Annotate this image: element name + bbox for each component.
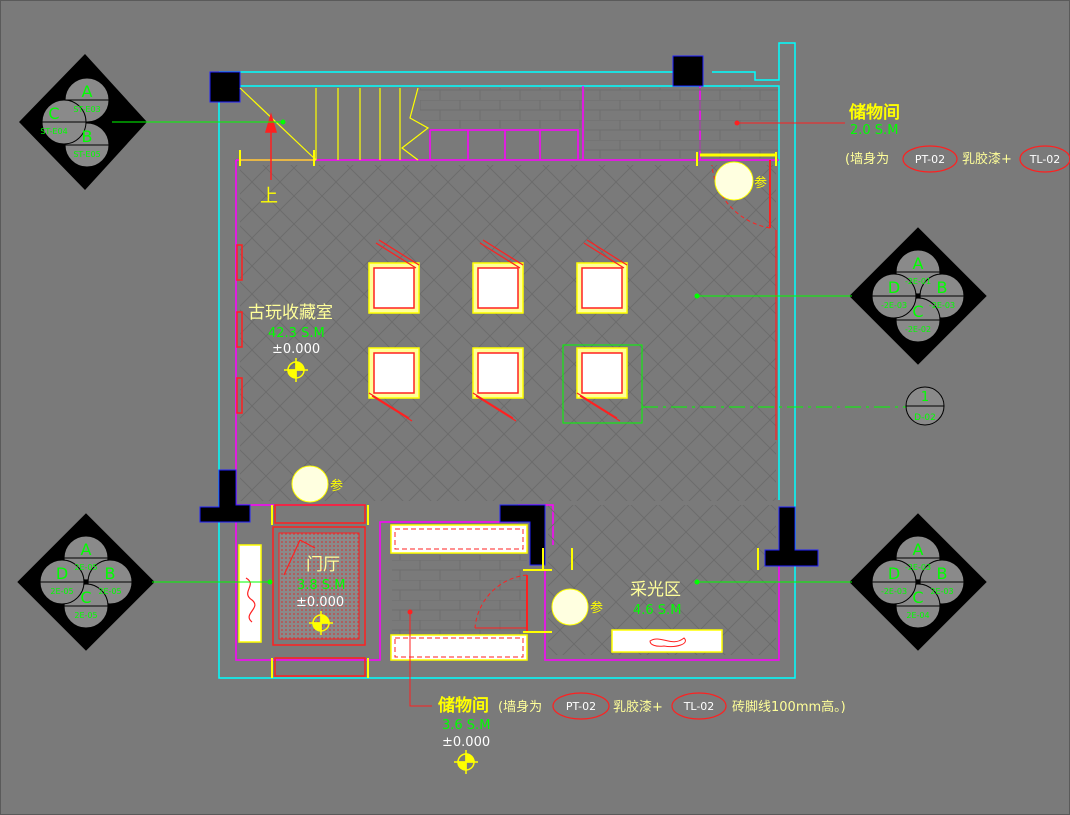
storage-bottom-note-prefix: (墙身为 bbox=[498, 699, 542, 715]
elevation-diamond bbox=[17, 513, 155, 651]
display-case bbox=[576, 239, 628, 314]
elevation-letter-b: B bbox=[105, 564, 116, 583]
detail-marker bbox=[905, 386, 945, 426]
elevation-ref-c: 2E-04 bbox=[906, 611, 929, 620]
storage-door-bottom bbox=[474, 569, 552, 633]
foyer-name: 门厅 bbox=[306, 555, 340, 575]
foyer-area: 3.8 S.M bbox=[297, 578, 345, 593]
stair-arrow bbox=[264, 112, 278, 180]
elevation-ref-c: ST-E04 bbox=[40, 127, 67, 136]
detail-frame bbox=[562, 344, 643, 424]
storage-bottom-tag-floor: TL-02 bbox=[683, 700, 715, 713]
elevation-letter-a: A bbox=[81, 540, 92, 559]
elevation-diamond bbox=[849, 227, 987, 365]
elevation-letter-a: A bbox=[913, 254, 924, 273]
elevation-letter-c: C bbox=[912, 588, 923, 607]
foyer-level: ±0.000 bbox=[296, 595, 344, 610]
elevation-letter-d: D bbox=[888, 564, 900, 583]
elevation-letter-c: C bbox=[80, 588, 91, 607]
elevation-marker-right-lower: A -2E-03 B 2E-03 C 2E-04 D -2E-03 bbox=[849, 513, 987, 651]
left-wall-windows bbox=[236, 244, 243, 414]
elevation-letter-d: D bbox=[56, 564, 68, 583]
elevation-letter-b: B bbox=[937, 278, 948, 297]
storage-bottom-tag-wall: PT-02 bbox=[566, 700, 596, 713]
elevation-ref-b: 2E-03 bbox=[930, 587, 953, 596]
elevation-marker-right-upper: A -2E-01 B -2E-03 C -2E-02 D -2E-03 bbox=[849, 227, 987, 365]
light-area-area: 4.6 S.M bbox=[633, 603, 681, 618]
leader-dots bbox=[267, 119, 700, 585]
storage-door-top bbox=[700, 153, 776, 229]
storage-bottom-leader bbox=[409, 612, 432, 707]
elevation-ref-a: -2E-01 bbox=[905, 277, 931, 286]
storage-top-mid-text: 乳胶漆+ bbox=[962, 151, 1012, 167]
storage-cabinets bbox=[390, 524, 528, 661]
storage-bottom-level: ±0.000 bbox=[442, 735, 490, 750]
elevation-letter-a: A bbox=[82, 82, 93, 101]
storage-bottom-name: 储物间 bbox=[438, 695, 489, 716]
elevation-ref-a: 2E-05 bbox=[74, 563, 97, 572]
detail-marker-ref: D-02 bbox=[914, 413, 936, 423]
elevation-ref-d: -2E-03 bbox=[881, 301, 907, 310]
main-floor bbox=[240, 165, 776, 501]
reference-circles bbox=[291, 161, 754, 626]
elevation-ref-d: -2E-03 bbox=[881, 587, 907, 596]
storage-top-area: 2.0 S.M bbox=[850, 123, 898, 138]
elevation-ref-c: 2E-05 bbox=[74, 611, 97, 620]
corridor-bricks bbox=[392, 555, 527, 635]
storage-top-note-prefix: (墙身为 bbox=[845, 151, 889, 167]
elevation-letter-b: B bbox=[82, 127, 93, 146]
display-case bbox=[472, 239, 524, 314]
elevation-ref-d: 2E-05 bbox=[50, 587, 73, 596]
display-case bbox=[368, 239, 420, 314]
storage-bottom-note-suffix: 砖脚线100mm高。) bbox=[732, 699, 846, 715]
level-marker-icons bbox=[284, 358, 478, 774]
elevation-letter-c: C bbox=[912, 302, 923, 321]
stair-label: 上 bbox=[260, 186, 278, 207]
display-case bbox=[472, 347, 524, 422]
display-case bbox=[576, 347, 628, 422]
foyer-fixtures bbox=[238, 504, 369, 678]
ref-mark-bottom: 参 bbox=[590, 600, 603, 616]
door-jambs bbox=[542, 152, 777, 570]
elevation-leaders bbox=[112, 121, 852, 583]
columns bbox=[199, 55, 819, 567]
light-area-name: 采光区 bbox=[630, 580, 681, 600]
ref-mark-left: 参 bbox=[330, 478, 343, 494]
storage-top-tag-floor: TL-02 bbox=[1029, 153, 1061, 166]
detail-marker-num: 1 bbox=[921, 390, 929, 405]
collection-room-level: ±0.000 bbox=[272, 342, 320, 357]
elevation-ref-b: -2E-03 bbox=[929, 301, 955, 310]
elevation-letter-a: A bbox=[913, 540, 924, 559]
elevation-diamond bbox=[849, 513, 987, 651]
outer-walls bbox=[218, 42, 796, 679]
storage-bottom-mid-text: 乳胶漆+ bbox=[613, 699, 663, 715]
collection-room-name: 古玩收藏室 bbox=[248, 303, 333, 323]
light-area-bench bbox=[611, 629, 723, 653]
ref-mark-top: 参 bbox=[754, 175, 767, 191]
storage-bottom-area: 3.6 S.M bbox=[442, 718, 490, 733]
elevation-ref-b: ST-E05 bbox=[73, 150, 100, 159]
elevation-ref-a: ST-E03 bbox=[73, 105, 100, 114]
elevation-letter-d: D bbox=[888, 278, 900, 297]
staircase bbox=[239, 87, 430, 166]
storage-top-name: 储物间 bbox=[849, 102, 900, 123]
elevation-letter-c: C bbox=[48, 104, 59, 123]
display-cases bbox=[368, 239, 628, 422]
elevation-ref-b: 2E-05 bbox=[98, 587, 121, 596]
elevation-ref-a: -2E-03 bbox=[905, 563, 931, 572]
display-case bbox=[368, 347, 420, 422]
elevation-letter-b: B bbox=[937, 564, 948, 583]
stair-area-bricks bbox=[420, 88, 582, 128]
storage-top-tag-wall: PT-02 bbox=[915, 153, 945, 166]
collection-room-area: 42.3 S.M bbox=[268, 326, 325, 341]
elevation-ref-c: -2E-02 bbox=[905, 325, 931, 334]
